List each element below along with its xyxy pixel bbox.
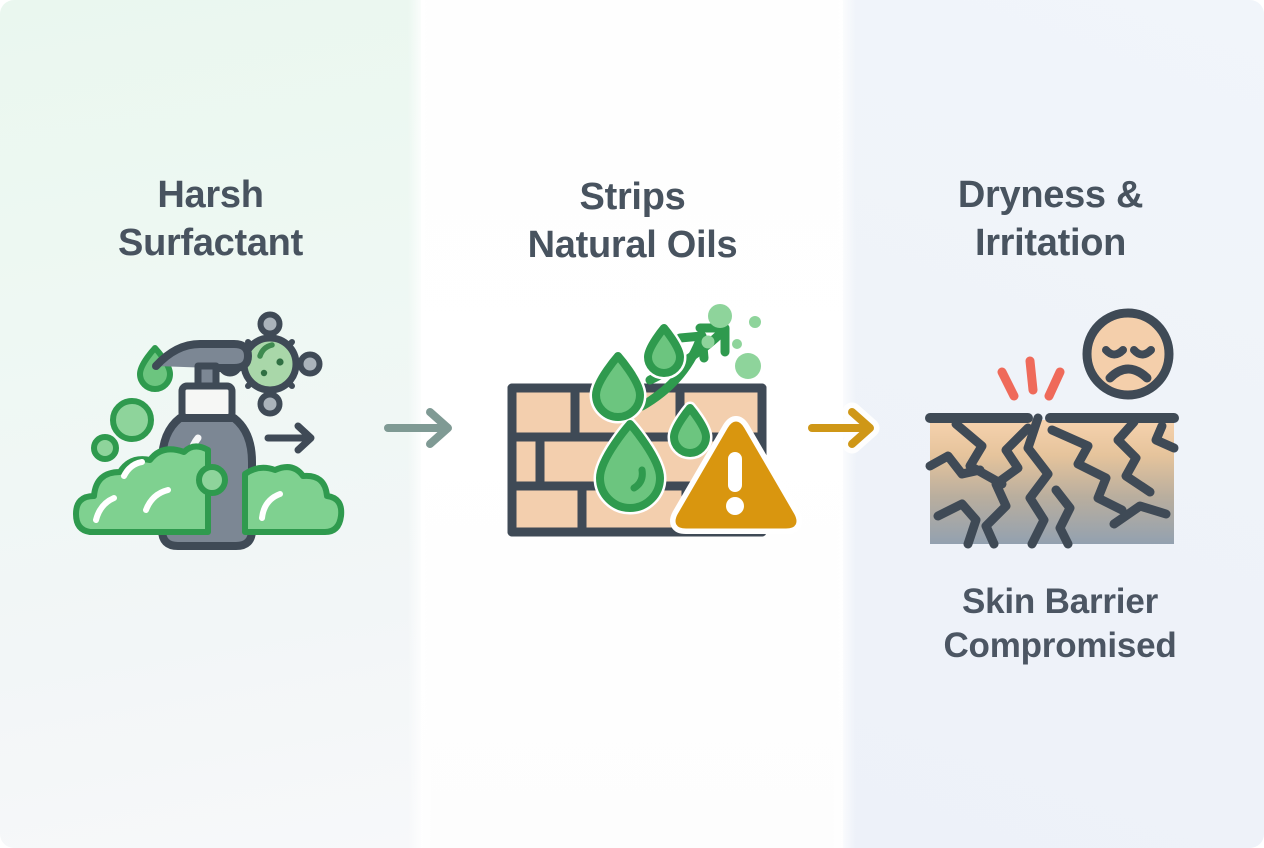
step-3-illustration [910, 298, 1200, 556]
step-2-illustration [490, 300, 802, 562]
small-right-arrow-icon [264, 422, 315, 454]
step-2-title: Strips Natural Oils [527, 176, 738, 266]
crack-lines-icon [925, 413, 1179, 549]
step-1-illustration [70, 296, 370, 556]
step-3-title: Dryness & Irritation [957, 174, 1144, 264]
cracked-skin-block-icon [925, 413, 1179, 549]
sad-face-icon [1082, 308, 1174, 400]
foam-bubbles-icon [73, 398, 345, 535]
oil-droplet-icon [589, 321, 713, 515]
floating-bubbles-icon [701, 304, 761, 379]
rising-arrows-icon [637, 323, 730, 411]
step-1-title: Harsh Surfactant [118, 174, 303, 264]
connector-arrow-2 [800, 392, 896, 464]
step-3-caption: Skin Barrier Compromised [943, 582, 1177, 665]
pain-spark-icon [997, 356, 1065, 401]
connector-arrow-1 [378, 392, 474, 464]
warning-triangle-icon [670, 416, 802, 534]
arrow-right-icon [808, 408, 874, 448]
germ-icon [217, 311, 323, 417]
arrow-right-icon [384, 408, 452, 448]
